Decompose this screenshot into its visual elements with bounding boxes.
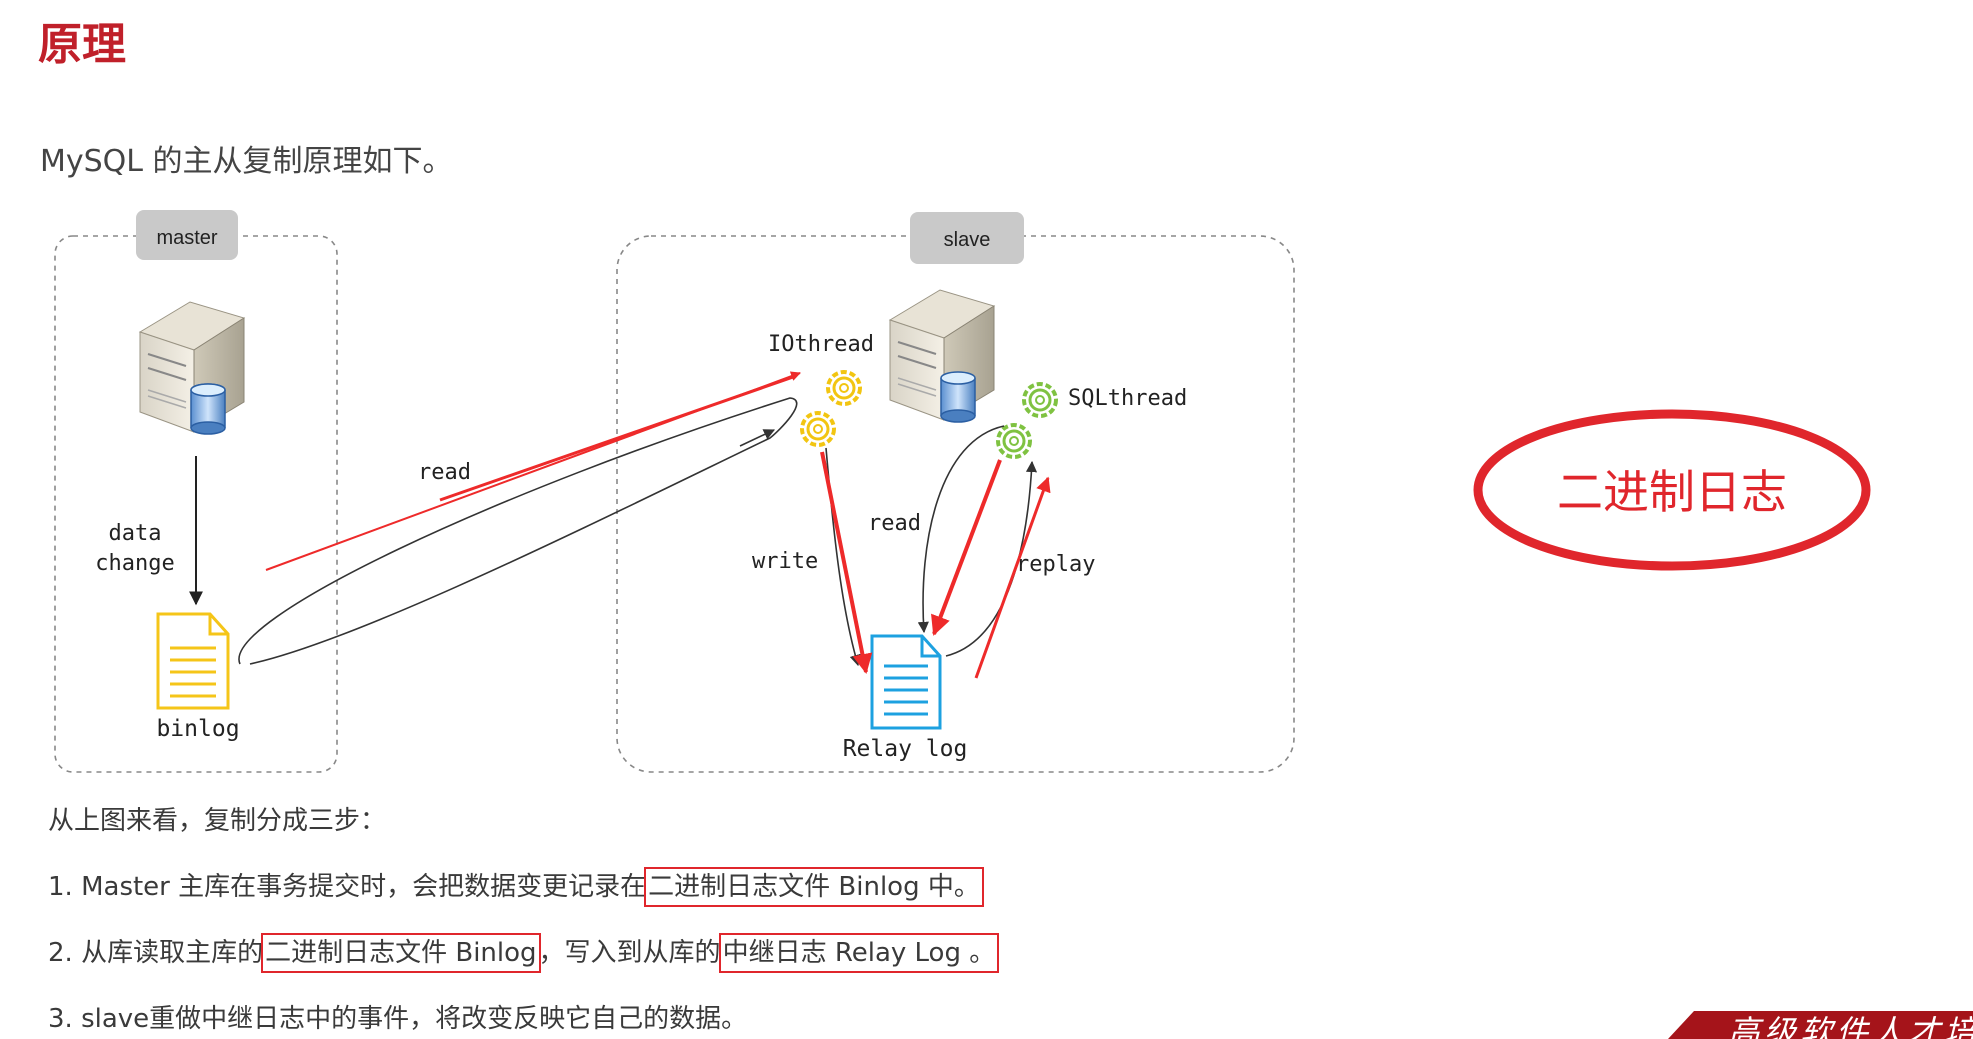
sqlthread-gear-icon-2 [996, 423, 1032, 459]
read-loop-arrowhead [739, 429, 776, 447]
slave-tag [910, 212, 1024, 264]
relay-log-label: Relay log [843, 736, 968, 762]
step-2-text-pre: 从库读取主库的 [81, 938, 264, 968]
read-label-right: read [868, 511, 921, 536]
binlog-label: binlog [156, 716, 239, 742]
data-change-label-1: data [109, 521, 162, 546]
banner-text: 高级软件人才培 [1728, 1013, 1973, 1039]
slave-label: slave [944, 229, 991, 251]
sqlthread-gear-icon-1 [1022, 382, 1058, 418]
step-2-highlight-relay: 中继日志 Relay Log 。 [718, 933, 1000, 973]
red-annotation-arrow-1b [439, 374, 797, 502]
master-tag [136, 210, 238, 260]
step-2-highlight-binlog: 二进制日志文件 Binlog [261, 933, 541, 973]
binlog-document-icon [156, 612, 230, 710]
red-annotation-arrow-2 [820, 451, 873, 674]
relay-log-document-icon [870, 634, 942, 730]
step-2-text-mid: ，写入到从库的 [538, 938, 721, 968]
read-label-left: read [418, 460, 471, 485]
step-1-text: Master 主库在事务提交时，会把数据变更记录在 [81, 872, 647, 902]
step-3-text: slave重做中继日志中的事件，将改变反映它自己的数据。 [81, 1004, 748, 1034]
iothread-gear-icon-1 [826, 370, 862, 406]
slave-server-icon [888, 289, 996, 423]
read-loop-arrow [238, 397, 798, 665]
steps-intro: 从上图来看，复制分成三步： [48, 806, 387, 836]
page-title: 原理 [38, 19, 126, 70]
sqlthread-label: SQLthread [1068, 386, 1187, 411]
step-3-number: 3. [48, 1004, 73, 1034]
red-annotation-arrow-4 [974, 476, 1051, 679]
replay-label: replay [1016, 552, 1095, 577]
iothread-gear-icon-2 [800, 411, 836, 447]
red-annotation-arrow-3 [931, 459, 1002, 636]
step-1: 1. Master 主库在事务提交时，会把数据变更记录在二进制日志文件 Binl… [48, 866, 984, 907]
annotation-text: 二进制日志 [1557, 465, 1787, 519]
read-right-arrow [917, 425, 1005, 634]
step-2: 2. 从库读取主库的二进制日志文件 Binlog，写入到从库的中继日志 Rela… [48, 932, 1000, 973]
iothread-label: IOthread [768, 332, 874, 357]
intro-text: MySQL 的主从复制原理如下。 [40, 144, 453, 179]
annotation-ellipse [1473, 409, 1871, 571]
step-2-number: 2. [48, 938, 73, 968]
write-label: write [752, 549, 818, 574]
step-1-highlight: 二进制日志文件 Binlog 中。 [644, 867, 984, 907]
master-server-icon [138, 301, 246, 435]
master-label: master [156, 227, 217, 249]
data-change-label-2: change [95, 551, 174, 576]
corner-banner: 高级软件人才培 [1668, 1011, 1973, 1039]
step-3: 3. slave重做中继日志中的事件，将改变反映它自己的数据。 [48, 998, 747, 1035]
step-1-number: 1. [48, 872, 73, 902]
